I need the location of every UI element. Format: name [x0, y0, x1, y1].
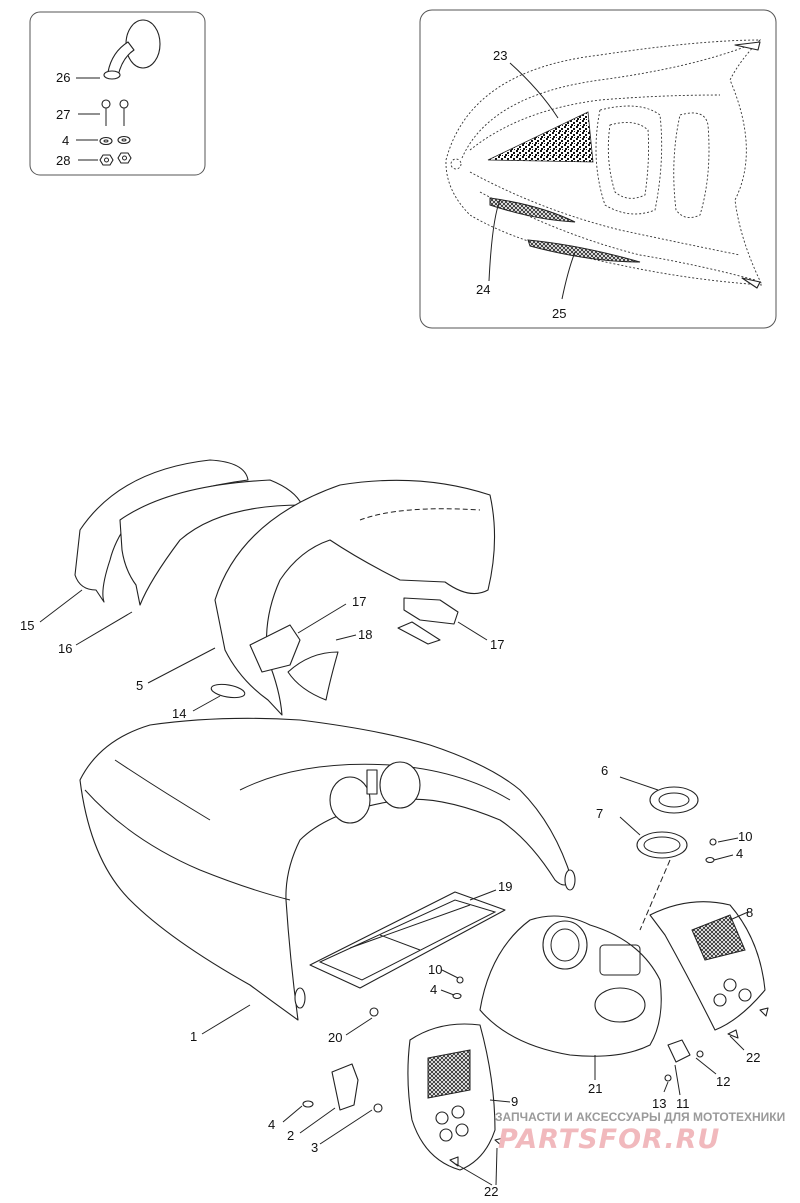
callout-8: 8 — [746, 905, 753, 920]
callout-10-mid: 10 — [428, 962, 442, 977]
part-19-tray — [309, 891, 506, 989]
callout-25: 25 — [552, 306, 566, 321]
part-16-panel — [119, 479, 303, 606]
callout-13: 13 — [652, 1096, 666, 1111]
callout-2: 2 — [287, 1128, 294, 1143]
part-13-nut — [664, 1074, 672, 1082]
nut-parts — [99, 152, 132, 166]
callout-23: 23 — [493, 48, 507, 63]
callout-11: 11 — [676, 1096, 690, 1111]
callout-24: 24 — [476, 282, 490, 297]
callout-12: 12 — [716, 1074, 730, 1089]
callout-4-right: 4 — [736, 846, 743, 861]
callout-18: 18 — [358, 627, 372, 642]
callout-3: 3 — [311, 1140, 318, 1155]
callout-19: 19 — [498, 879, 512, 894]
callout-14: 14 — [172, 706, 186, 721]
part-17-right-part — [403, 597, 459, 625]
part-14-clip — [210, 683, 246, 699]
part-1-body — [79, 717, 573, 1021]
screw-parts — [101, 99, 129, 126]
callout-20: 20 — [328, 1030, 342, 1045]
callout-10-right: 10 — [738, 829, 752, 844]
part-7-gasket — [636, 831, 688, 859]
callout-16: 16 — [58, 641, 72, 656]
callout-1: 1 — [190, 1029, 197, 1044]
callout-15: 15 — [20, 618, 34, 633]
gauge-right — [379, 761, 421, 809]
part-18-panel — [287, 651, 339, 701]
inset-top-view — [419, 9, 777, 329]
part-5-cover — [214, 479, 496, 716]
callout-7: 7 — [596, 806, 603, 821]
part-10-screw — [709, 838, 717, 846]
callout-27: 27 — [56, 107, 70, 122]
watermark-tagline: ЗАПЧАСТИ И АКСЕССУАРЫ ДЛЯ МОТОТЕХНИКИ — [495, 1110, 785, 1124]
part-3-cap — [373, 1103, 383, 1113]
mirror-part — [103, 19, 161, 80]
part-2-bracket — [331, 1063, 359, 1111]
part-9-side-panel — [407, 1023, 496, 1171]
callout-17-right: 17 — [490, 637, 504, 652]
callout-4-bottom: 4 — [268, 1117, 275, 1132]
callout-6: 6 — [601, 763, 608, 778]
inset-hardware — [29, 11, 206, 176]
callout-22-right: 22 — [746, 1050, 760, 1065]
part-4-washer — [302, 1100, 314, 1108]
callout-labels: 26 27 4 28 23 24 25 15 16 5 14 17 18 17 … — [20, 48, 760, 1199]
part-8-side-panel — [649, 901, 766, 1031]
callout-17-left: 17 — [352, 594, 366, 609]
main-body-drawing — [39, 459, 769, 1186]
callout-4-inset: 4 — [62, 133, 69, 148]
part-18-strip — [397, 621, 441, 645]
callout-22-bottom: 22 — [484, 1184, 498, 1199]
washer-parts — [99, 135, 131, 146]
callout-5: 5 — [136, 678, 143, 693]
part-20-screw — [369, 1007, 379, 1017]
part-11-bracket — [667, 1039, 691, 1063]
part-17-bracket — [249, 624, 301, 673]
callout-4-mid: 4 — [430, 982, 437, 997]
watermark: ЗАПЧАСТИ И АКСЕССУАРЫ ДЛЯ МОТОТЕХНИКИ PA… — [495, 1110, 785, 1155]
part-6-ring — [649, 786, 699, 814]
callout-21: 21 — [588, 1081, 602, 1096]
gauge-left — [329, 776, 371, 824]
callout-28: 28 — [56, 153, 70, 168]
callout-26: 26 — [56, 70, 70, 85]
watermark-logo: PARTSFOR.RU — [498, 1124, 720, 1155]
callout-9: 9 — [511, 1094, 518, 1109]
